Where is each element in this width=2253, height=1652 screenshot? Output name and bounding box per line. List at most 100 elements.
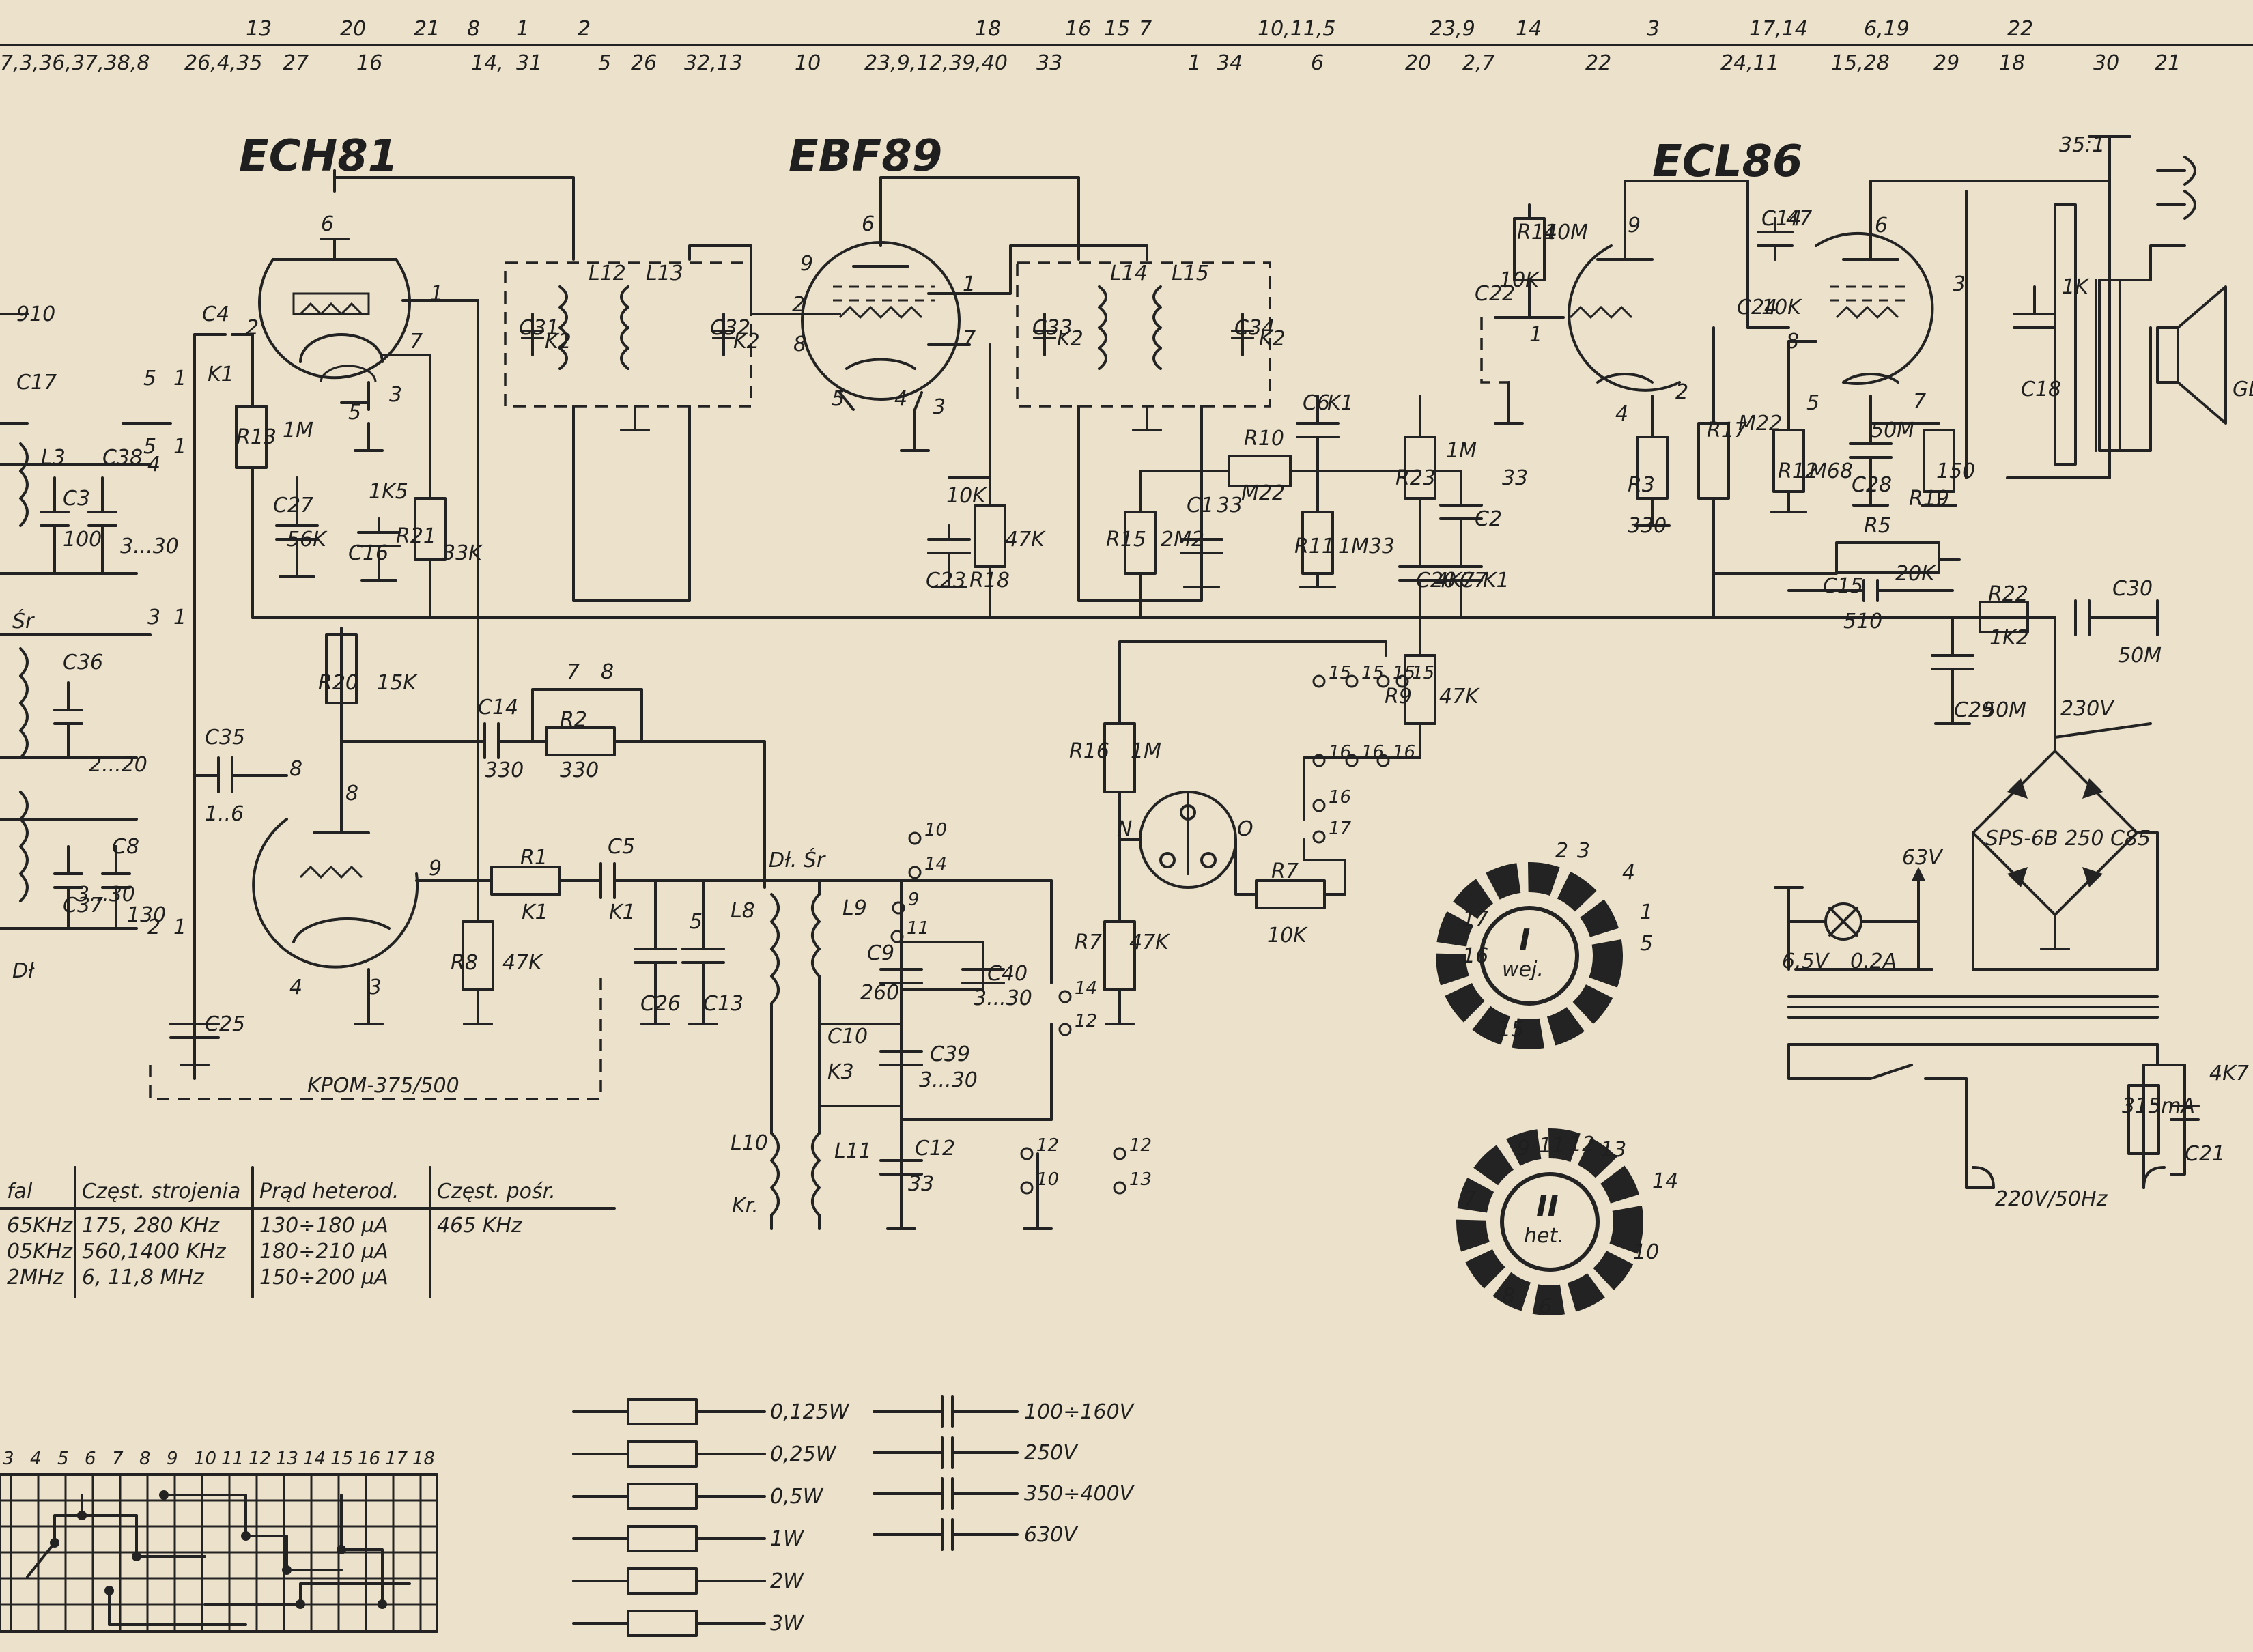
- component-label: KPOM-375/500: [307, 1074, 459, 1098]
- component-label: 6.5V: [1782, 950, 1830, 973]
- component-label: C8: [112, 835, 139, 859]
- component-label: 1M: [1131, 739, 1161, 763]
- header-bottom-number: 32,13: [684, 51, 743, 75]
- component-label: 3...30: [974, 986, 1032, 1010]
- tube-name-ebf89: EBF89: [789, 131, 942, 182]
- component-label: C3: [63, 487, 90, 511]
- header-bottom-number: 16: [356, 51, 382, 75]
- osc-switch-ii: II het.: [1456, 1128, 1643, 1315]
- component-label: 10M: [1544, 220, 1588, 244]
- grid-column-number: 5: [57, 1449, 69, 1469]
- component-label: K2: [733, 330, 760, 354]
- terminal-label: 15: [1361, 663, 1384, 683]
- component-label: C24: [1737, 296, 1777, 319]
- header-bottom-number: 34: [1217, 51, 1243, 75]
- component-label: 130: [127, 903, 166, 927]
- header-bottom-number: 23,9,12,39,40: [864, 51, 1008, 75]
- header-top-number: 14: [1516, 17, 1542, 41]
- component-label: 2...20: [89, 753, 147, 777]
- capacitor-rating: 250V: [1024, 1441, 1079, 1465]
- component-label: 33: [1217, 494, 1243, 517]
- grid-column-number: 13: [276, 1449, 298, 1469]
- header-top-number: 21: [414, 17, 440, 41]
- terminal-circle: [1345, 674, 1359, 688]
- terminal-label: 14: [1075, 978, 1097, 999]
- component-label: 7: [410, 330, 423, 354]
- band-switch-i: I wej.: [1436, 862, 1623, 1049]
- component-label: O: [1237, 817, 1253, 841]
- component-label: C36: [63, 651, 103, 674]
- component-label: 3...30: [76, 883, 135, 907]
- switch-i-position: 3: [1577, 839, 1590, 863]
- component-label: C14: [1761, 207, 1802, 231]
- component-label: 33: [908, 1172, 934, 1196]
- component-label: 20K: [1895, 562, 1936, 586]
- resistor-rating: 0,5W: [770, 1485, 824, 1509]
- header-bottom-number: 1: [1188, 51, 1201, 75]
- component-label: 9: [429, 857, 442, 881]
- table-cell: 175, 280 KHz: [82, 1214, 220, 1238]
- component-label: L15: [1172, 261, 1209, 285]
- header-top-number: 7: [1139, 17, 1152, 41]
- component-label: K3: [827, 1060, 854, 1084]
- header-top-number: 22: [2007, 17, 2033, 41]
- grid-column-number: 4: [30, 1449, 42, 1469]
- grid-column-number: 18: [412, 1449, 435, 1469]
- component-label: 47: [1786, 207, 1812, 231]
- component-label: 35:1: [2059, 133, 2105, 157]
- table-header: Prąd heterod.: [259, 1180, 399, 1204]
- switch-i-position: 17: [1462, 907, 1488, 931]
- component-label: 10K: [1761, 296, 1802, 319]
- resistor-symbol: [627, 1483, 698, 1510]
- resistor-symbol: [627, 1610, 698, 1637]
- component-label: 315mA: [2122, 1094, 2195, 1118]
- component-label: 3...30: [919, 1068, 978, 1092]
- if-coils: [521, 285, 1254, 370]
- header-bottom-number: 18: [1999, 51, 2025, 75]
- component-label: 8: [1786, 330, 1799, 354]
- component-label: L8: [731, 899, 755, 923]
- grid-column-number: 10: [194, 1449, 216, 1469]
- terminal-label: 11: [907, 918, 929, 939]
- terminal-circle: [1395, 674, 1409, 688]
- component-label: 47K: [1005, 528, 1046, 552]
- component-label: 33K: [442, 541, 483, 565]
- component-label: 150: [1936, 459, 1975, 483]
- component-label: 1: [173, 367, 186, 390]
- component-label: 3...30: [120, 535, 179, 558]
- component-label: C27: [273, 494, 313, 517]
- component-label: 330: [1628, 514, 1667, 538]
- component-label: C7: [1460, 569, 1487, 593]
- header-top-number: 3: [1647, 17, 1660, 41]
- component-label: C38: [102, 446, 143, 470]
- component-label: C20: [1416, 569, 1456, 593]
- component-label: K2: [1057, 327, 1083, 351]
- ebf89-tube: [797, 231, 971, 411]
- grid-column-number: 16: [358, 1449, 380, 1469]
- component-label: 7: [567, 660, 580, 684]
- grid-column-number: 14: [303, 1449, 326, 1469]
- switch-i-position: 4: [1622, 861, 1635, 885]
- component-label: 1K5: [369, 480, 408, 504]
- frequency-table: [0, 1166, 616, 1298]
- component-label: C17: [16, 371, 57, 395]
- table-header: Częst. pośr.: [437, 1180, 556, 1204]
- terminal-circle: [892, 901, 905, 915]
- terminal-label: 16: [1393, 742, 1415, 763]
- component-label: L14: [1110, 261, 1148, 285]
- component-label: K1: [609, 900, 636, 924]
- terminal-circle: [1113, 1181, 1126, 1195]
- component-label: C18: [2021, 378, 2061, 401]
- component-label: 5: [690, 910, 703, 934]
- component-label: R16: [1069, 739, 1109, 763]
- component-label: 220V/50Hz: [1995, 1187, 2108, 1211]
- terminal-circle: [908, 866, 922, 879]
- component-label: C39: [930, 1042, 970, 1066]
- grid-column-number: 12: [249, 1449, 271, 1469]
- if-transformer-2: [1016, 261, 1271, 408]
